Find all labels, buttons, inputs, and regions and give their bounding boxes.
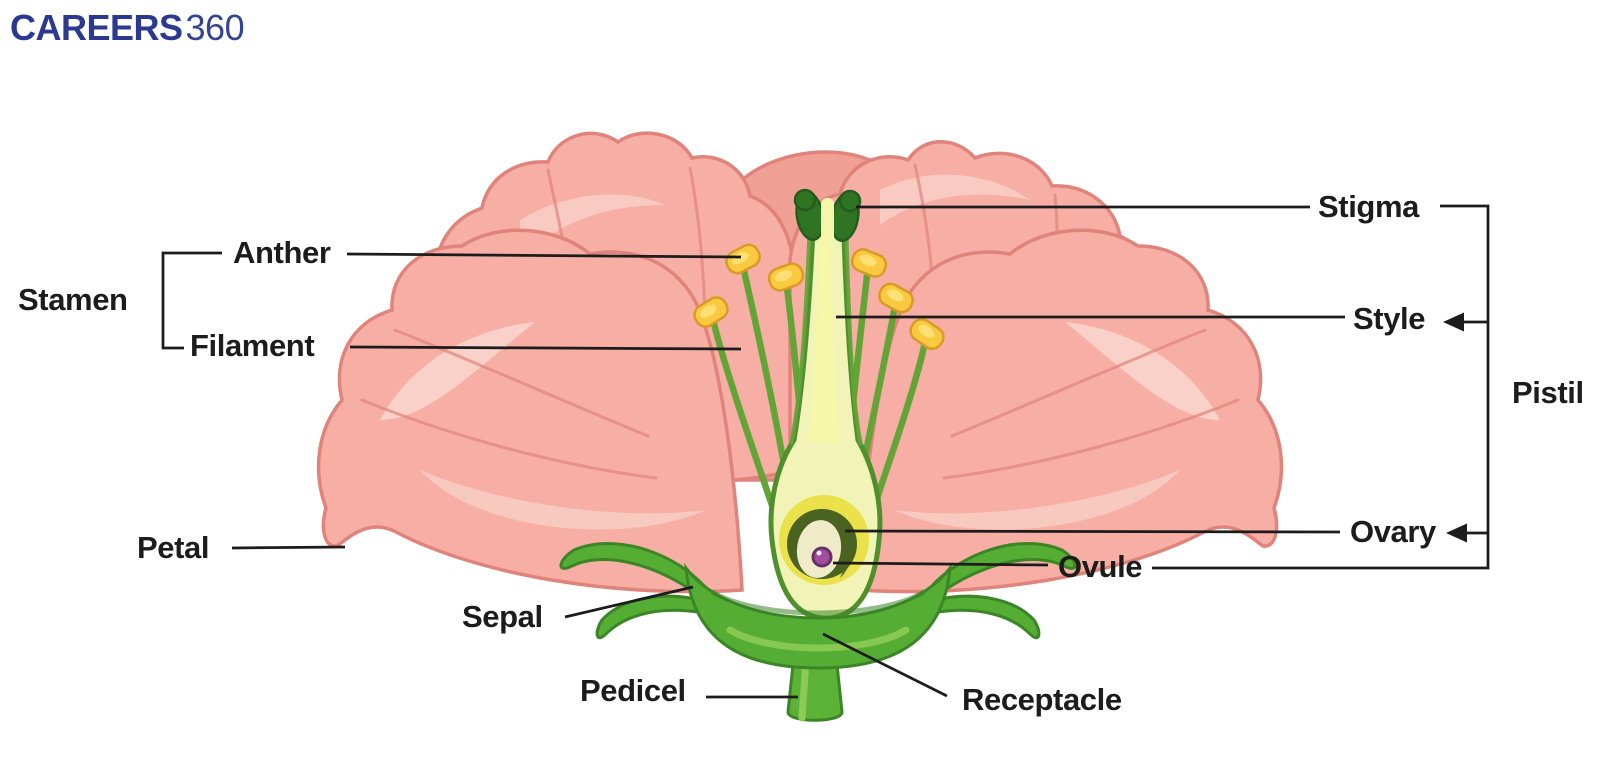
filament-leader-line bbox=[349, 345, 742, 351]
label-ovule: Ovule bbox=[1058, 549, 1143, 584]
logo-brand-text: CAREERS bbox=[10, 7, 183, 48]
sepal-right-lower-shape bbox=[934, 594, 1041, 640]
petal-fold-line bbox=[942, 398, 1240, 480]
label-style: Style bbox=[1353, 301, 1426, 336]
stamen-bracket bbox=[161, 251, 222, 350]
ovary-arrowhead bbox=[1446, 523, 1467, 543]
petal-highlight bbox=[1065, 322, 1220, 420]
petal-fold-line bbox=[360, 398, 658, 480]
petal-highlight bbox=[894, 470, 1180, 530]
label-pistil: Pistil bbox=[1512, 375, 1584, 410]
receptacle-band bbox=[726, 626, 910, 652]
pistil-group bbox=[768, 188, 883, 621]
receptacle-leader-line bbox=[822, 632, 948, 698]
petal-fold-line bbox=[950, 328, 1207, 438]
sepal-left-lower-shape bbox=[595, 594, 702, 640]
sepal-right-shape bbox=[928, 542, 1077, 598]
stigma-shape bbox=[793, 188, 862, 244]
anther-shape bbox=[693, 296, 729, 328]
petal-left-wing-shape bbox=[316, 228, 744, 594]
careers360-logo: CAREERS360 bbox=[10, 7, 245, 48]
sepal-left-shape bbox=[559, 542, 708, 598]
petal-highlight bbox=[420, 470, 706, 530]
sepal-leader-line bbox=[564, 585, 694, 619]
anther-leader-line bbox=[346, 252, 742, 259]
label-pedicel: Pedicel bbox=[580, 673, 686, 708]
stem-highlight bbox=[798, 656, 810, 722]
style-stripe-shape bbox=[808, 206, 840, 442]
anther-shape bbox=[878, 282, 914, 314]
style-arrowhead bbox=[1443, 312, 1464, 332]
label-petal: Petal bbox=[137, 530, 210, 565]
petal-leader-line bbox=[231, 545, 346, 550]
label-ovary: Ovary bbox=[1350, 514, 1436, 549]
anther-shape bbox=[767, 262, 805, 292]
petal-highlight bbox=[880, 174, 1030, 225]
petal-right-wing-shape bbox=[856, 228, 1284, 594]
petal-fold-line bbox=[393, 328, 650, 438]
calyx-shadow-line bbox=[710, 589, 926, 616]
label-sepal: Sepal bbox=[462, 599, 543, 634]
ovule-leader-line bbox=[832, 561, 1049, 567]
anther-shape bbox=[850, 248, 888, 278]
label-filament: Filament bbox=[190, 328, 315, 363]
label-stamen: Stamen bbox=[18, 282, 128, 317]
ovule-dot-shape bbox=[811, 546, 833, 568]
leader-lines bbox=[161, 204, 1490, 699]
logo-suffix-text: 360 bbox=[185, 7, 245, 48]
label-receptacle: Receptacle bbox=[962, 682, 1122, 717]
ovule-highlight bbox=[816, 550, 822, 556]
ovary-leader-line bbox=[844, 529, 1341, 534]
anther-shape bbox=[725, 243, 761, 275]
anther-shape bbox=[909, 318, 945, 350]
pistil-bracket bbox=[1152, 204, 1490, 570]
label-stigma: Stigma bbox=[1318, 189, 1419, 224]
calyx-group bbox=[559, 542, 1077, 722]
style-edge-line bbox=[844, 219, 863, 446]
label-anther: Anther bbox=[233, 235, 331, 270]
petals-front bbox=[316, 228, 1284, 594]
style-edge-line bbox=[789, 219, 812, 446]
